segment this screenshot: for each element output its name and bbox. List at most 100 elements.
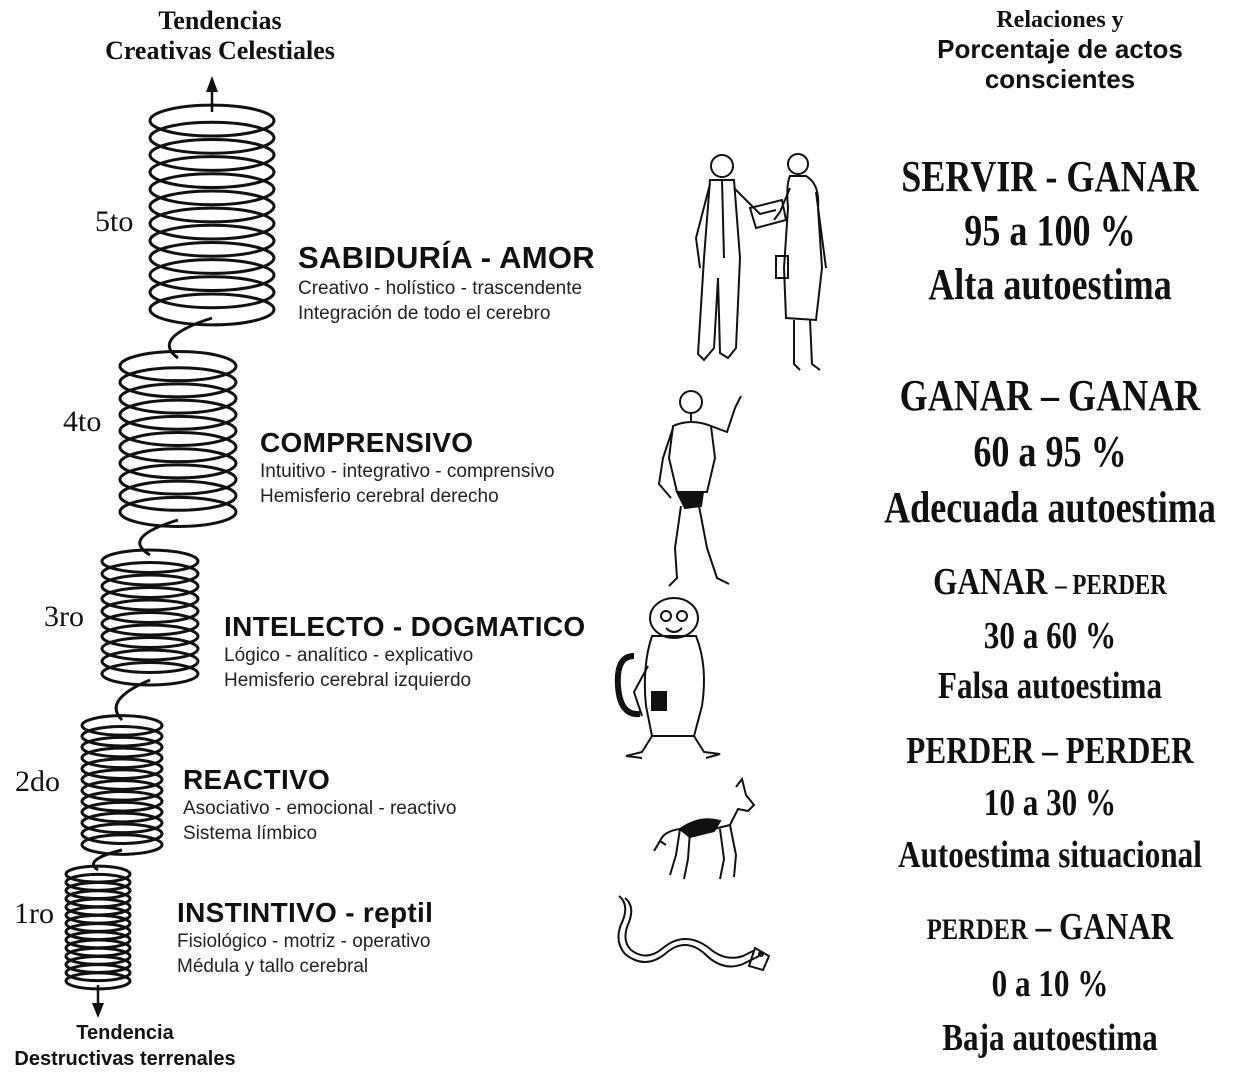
- spiral-coil: [80, 725, 164, 748]
- spiral-coil: [80, 811, 164, 835]
- relation-block: GANAR – GANAR 60 a 95 % Adecuada autoest…: [878, 368, 1222, 536]
- level-description: Sistema límbico: [183, 823, 318, 844]
- relation-esteem: Baja autoestima: [942, 1017, 1158, 1059]
- heading-line: Relaciones y: [996, 7, 1124, 33]
- relation-type: – GANAR: [1035, 906, 1174, 948]
- relation-percent: 0 a 10 %: [991, 963, 1109, 1005]
- level-title: INSTINTIVO - reptil: [177, 897, 434, 928]
- relation-percent: 60 a 95 %: [973, 427, 1127, 476]
- spiral-coil: [80, 779, 164, 802]
- heading-line: Destructivas terrenales: [14, 1048, 236, 1070]
- level-description: Fisiológico - motriz - operativo: [177, 931, 431, 952]
- spiral-coil: [80, 714, 164, 737]
- spiral-coil: [148, 206, 276, 241]
- spiral-coil: [80, 757, 164, 780]
- level-number: 1ro: [14, 897, 54, 930]
- relation-block: PERDER – PERDER 10 a 30 % Autoestima sit…: [894, 725, 1206, 881]
- monkey-icon: [612, 596, 727, 766]
- heading-line: Tendencias: [158, 6, 282, 35]
- people-icon: [690, 148, 830, 376]
- level-description: Asociativo - emocional - reactivo: [183, 798, 457, 819]
- spiral-coil: [80, 790, 164, 813]
- spiral-coil: [80, 746, 164, 770]
- relation-block: GANAR – PERDER 30 a 60 % Falsa autoestim…: [894, 557, 1206, 711]
- relation-block: SERVIR - GANAR 95 a 100 % Alta autoestim…: [894, 150, 1206, 312]
- level-label: REACTIVO Asociativo - emocional - reacti…: [183, 764, 457, 846]
- spiral-coil: [148, 292, 276, 327]
- level-title: SABIDURÍA - AMOR: [298, 240, 595, 275]
- level-description: Lógico - analítico - explicativo: [224, 645, 474, 666]
- spiral-connector: [92, 848, 123, 872]
- bottom-heading: Tendencia Destructivas terrenales: [0, 1020, 250, 1072]
- relation-percent: 95 a 100 %: [964, 206, 1136, 255]
- level-number: 4to: [63, 405, 102, 438]
- relation-type: GANAR – GANAR: [899, 371, 1201, 420]
- level-description: Creativo - holístico - trascendente: [298, 278, 583, 299]
- spiral-coil: [100, 561, 200, 587]
- spiral-coil: [118, 447, 238, 480]
- level-title: REACTIVO: [183, 764, 331, 795]
- top-right-heading: Relaciones y Porcentaje de actos conscie…: [895, 6, 1225, 94]
- snake-icon: [605, 890, 775, 985]
- spiral-coil: [118, 479, 238, 512]
- spiral-coil: [100, 623, 200, 649]
- spiral-coil: [118, 350, 238, 383]
- relation-percent: 30 a 60 %: [983, 615, 1117, 657]
- level-description: Hemisferio cerebral derecho: [260, 486, 499, 507]
- relation-type-prefix: PERDER: [926, 913, 1028, 946]
- relation-esteem: Falsa autoestima: [937, 665, 1163, 707]
- spiral-coil: [148, 275, 276, 310]
- spiral-coil: [148, 120, 276, 155]
- man-icon: [655, 388, 750, 593]
- spiral-coil: [148, 155, 276, 190]
- level-number: 2do: [15, 765, 60, 798]
- spiral-coil: [100, 598, 200, 624]
- heading-line: Porcentaje de actos: [937, 34, 1183, 64]
- spiral-connector: [138, 518, 179, 557]
- relation-type: SERVIR - GANAR: [901, 152, 1199, 201]
- level-description: Intuitivo - integrativo - comprensivo: [260, 461, 555, 482]
- spiral-coil: [100, 661, 200, 687]
- top-left-heading: Tendencias Creativas Celestiales: [60, 6, 380, 66]
- level-title: INTELECTO - DOGMATICO: [224, 611, 586, 642]
- level-description: Integración de todo el cerebro: [298, 303, 551, 324]
- spiral-coil: [148, 223, 276, 258]
- spiral-coil: [100, 648, 200, 674]
- spiral-coil: [118, 398, 238, 431]
- spiral-coil: [148, 240, 276, 275]
- heading-line: conscientes: [984, 64, 1136, 94]
- level-label: INTELECTO - DOGMATICO Lógico - analítico…: [224, 611, 585, 693]
- spiral-coil: [148, 172, 276, 207]
- spiral-coil: [100, 586, 200, 612]
- spiral-coil: [80, 768, 164, 791]
- dog-icon: [650, 775, 760, 885]
- level-description: Hemisferio cerebral izquierdo: [224, 670, 472, 691]
- spiral-coil: [64, 963, 132, 983]
- spiral-coil: [148, 189, 276, 224]
- level-label: INSTINTIVO - reptil Fisiológico - motriz…: [177, 897, 433, 979]
- spiral-coil: [100, 573, 200, 599]
- level-number: 5to: [95, 205, 134, 238]
- relation-block: PERDER – GANAR 0 a 10 % Baja autoestima: [894, 900, 1206, 1065]
- heading-line: Creativas Celestiales: [105, 36, 335, 65]
- level-description: Médula y tallo cerebral: [177, 956, 369, 977]
- spiral-coil: [80, 735, 164, 759]
- relation-type: GANAR: [933, 561, 1048, 603]
- spiral-coil: [100, 611, 200, 637]
- heading-line: Tendencia: [76, 1022, 174, 1044]
- relation-esteem: Alta autoestima: [928, 260, 1172, 309]
- spiral-coil: [80, 800, 164, 824]
- spiral-coil: [118, 463, 238, 496]
- spiral-coil: [118, 495, 238, 528]
- spiral-coil: [148, 258, 276, 293]
- spiral-coil: [118, 382, 238, 415]
- spiral-coil: [80, 833, 164, 856]
- spiral-coil: [148, 137, 276, 172]
- level-title: COMPRENSIVO: [260, 427, 474, 458]
- relation-esteem: Adecuada autoestima: [884, 483, 1216, 532]
- spiral-coil: [118, 366, 238, 399]
- spiral-coil: [100, 548, 200, 574]
- spiral-coil: [80, 822, 164, 845]
- relation-percent: 10 a 30 %: [983, 782, 1117, 824]
